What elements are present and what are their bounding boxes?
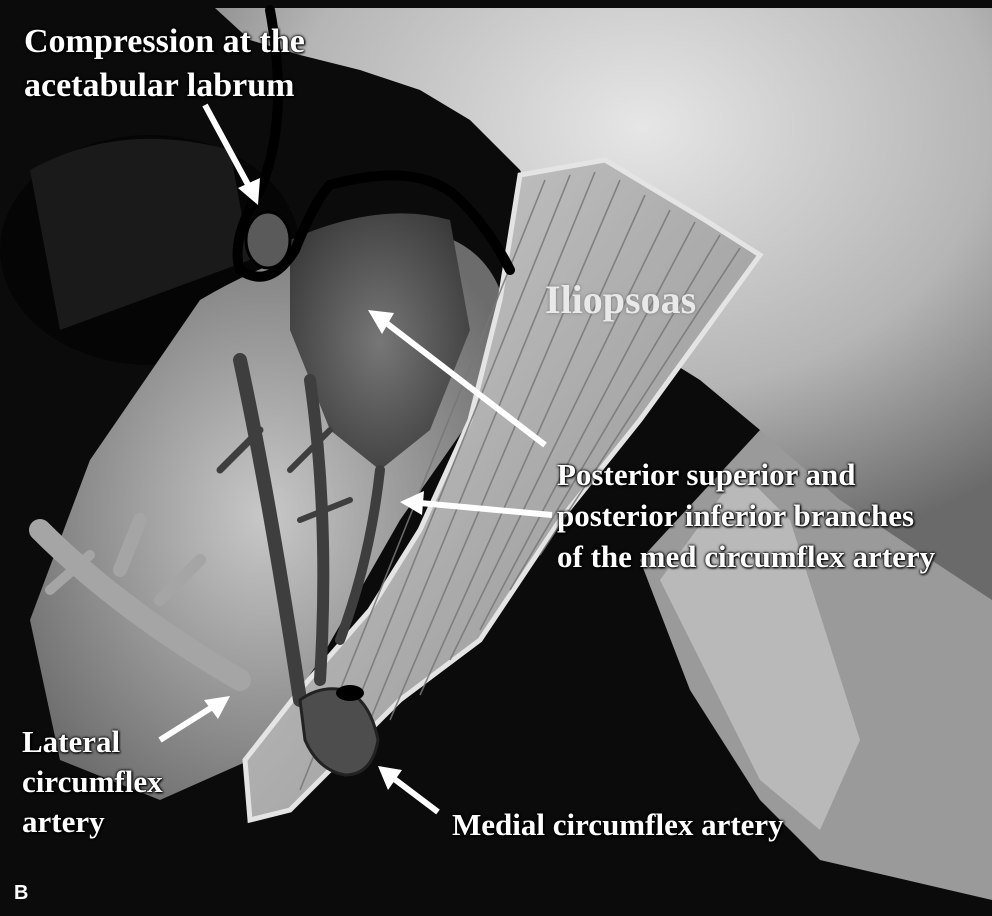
labrum-compression-site bbox=[246, 212, 290, 268]
panel-letter: B bbox=[14, 882, 28, 905]
label-line: Lateral bbox=[22, 722, 163, 762]
label-lateral-circumflex-artery: Lateral circumflex artery bbox=[22, 722, 163, 842]
label-line: posterior inferior branches bbox=[557, 495, 935, 536]
label-line: of the med circumflex artery bbox=[557, 536, 935, 577]
label-line: circumflex bbox=[22, 762, 163, 802]
label-line: Compression at the bbox=[24, 20, 305, 64]
label-medial-circumflex-artery: Medial circumflex artery bbox=[452, 808, 784, 842]
vessel-lumen bbox=[336, 685, 364, 701]
label-line: acetabular labrum bbox=[24, 64, 305, 108]
label-compression-acetabular-labrum: Compression at the acetabular labrum bbox=[24, 20, 305, 108]
label-posterior-branches: Posterior superior and posterior inferio… bbox=[557, 454, 935, 577]
label-line: Posterior superior and bbox=[557, 454, 935, 495]
label-iliopsoas: Iliopsoas bbox=[545, 278, 696, 322]
label-line: artery bbox=[22, 802, 163, 842]
